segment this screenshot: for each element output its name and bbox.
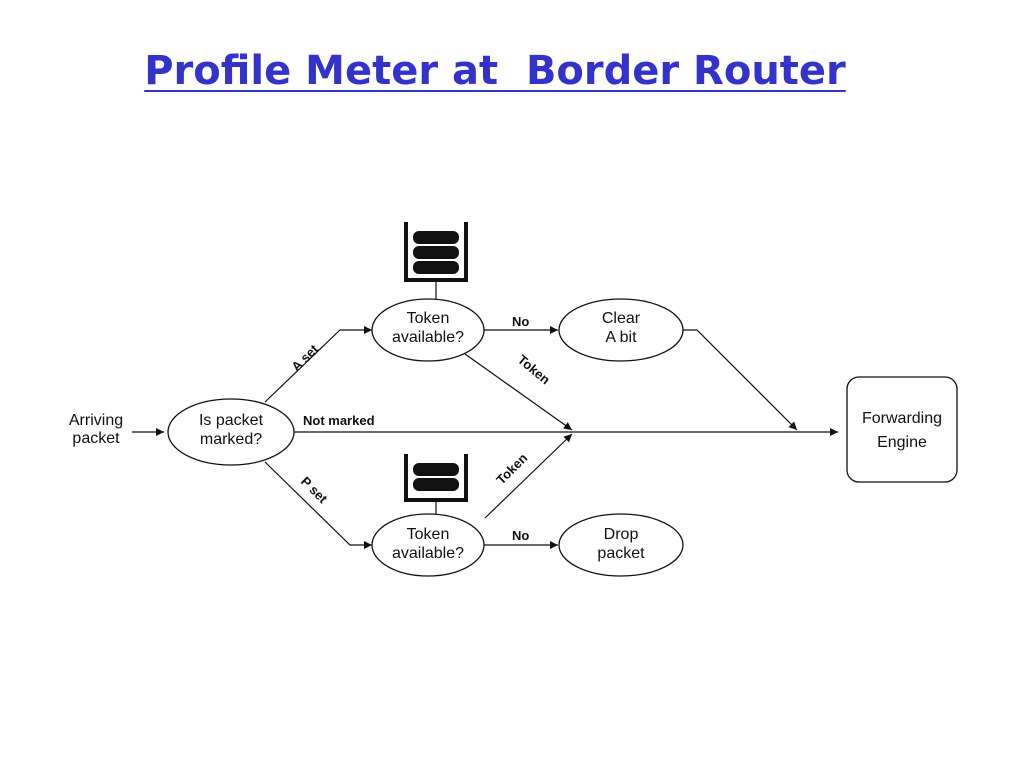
node-token-available-bottom: Token available? — [371, 513, 485, 577]
token-bucket-icon — [404, 454, 468, 502]
svg-text:Drop: Drop — [604, 526, 639, 543]
edge-label-token-top: Token — [515, 352, 553, 388]
node-drop-packet: Drop packet — [558, 513, 684, 577]
svg-text:A bit: A bit — [605, 329, 637, 346]
edge-label-no-top: No — [512, 314, 529, 329]
edge-label-not-marked: Not marked — [303, 413, 375, 428]
svg-text:Arriving: Arriving — [69, 412, 123, 429]
svg-text:Forwarding: Forwarding — [862, 410, 942, 427]
edge-token-top — [464, 353, 573, 431]
svg-text:marked?: marked? — [200, 431, 262, 448]
svg-text:Is packet: Is packet — [199, 412, 264, 429]
svg-text:available?: available? — [392, 545, 464, 562]
edge-p-set — [264, 461, 372, 549]
svg-text:packet: packet — [597, 545, 645, 562]
node-forwarding-engine: Forwarding Engine — [846, 376, 958, 483]
edge-label-a-set: A set — [288, 341, 321, 374]
svg-text:packet: packet — [72, 430, 120, 447]
node-clear-a-bit: Clear A bit — [558, 298, 684, 362]
node-token-available-top: Token available? — [371, 298, 485, 362]
svg-text:available?: available? — [392, 329, 464, 346]
edge-label-p-set: P set — [298, 474, 331, 507]
svg-text:Token: Token — [407, 310, 450, 327]
node-is-packet-marked: Is packet marked? — [167, 398, 295, 466]
svg-text:Token: Token — [407, 526, 450, 543]
node-arriving-packet: Arriving packet — [69, 412, 123, 447]
svg-text:Clear: Clear — [602, 310, 641, 327]
edge-label-token-bottom: Token — [493, 450, 530, 487]
edge-token-bottom — [484, 433, 573, 519]
edge-a-set — [264, 326, 372, 403]
edge-clear-to-merge — [683, 329, 798, 431]
slide-title: Profile Meter at Border Router — [144, 48, 846, 94]
token-bucket-icon — [404, 222, 468, 282]
svg-text:Engine: Engine — [877, 434, 927, 451]
edge-label-no-bottom: No — [512, 528, 529, 543]
